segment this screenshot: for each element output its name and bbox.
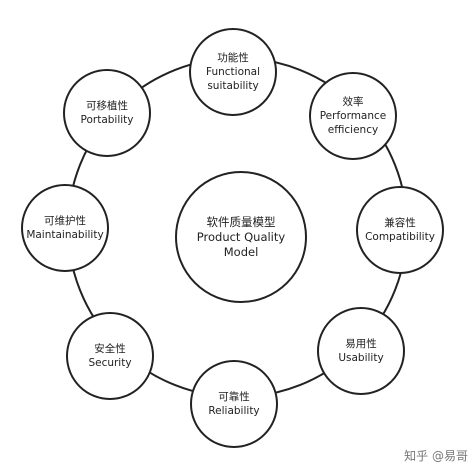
node-portability: 可移植性 Portability: [63, 69, 151, 157]
node-zh-label: 易用性: [345, 338, 377, 350]
node-compatibility: 兼容性 Compatibility: [356, 186, 444, 274]
node-en-label: Reliability: [208, 405, 260, 417]
watermark: 知乎 @易哥: [404, 447, 468, 464]
node-zh-label: 兼容性: [384, 217, 416, 229]
node-maintainability: 可维护性 Maintainability: [21, 184, 109, 272]
node-en-label: Portability: [80, 114, 134, 126]
node-zh-label: 效率: [342, 96, 364, 108]
node-reliability: 可靠性 Reliability: [190, 360, 278, 448]
node-zh-label: 可靠性: [218, 391, 250, 403]
center-node-zh-label: 软件质量模型: [206, 214, 276, 229]
node-usability: 易用性 Usability: [317, 307, 405, 395]
node-en-label: Maintainability: [26, 229, 104, 241]
node-en-label: Compatibility: [365, 231, 435, 243]
node-en-label-line2: efficiency: [327, 124, 379, 136]
node-en-label-line1: Performance: [319, 110, 387, 122]
center-node-product-quality-model: 软件质量模型 Product Quality Model: [175, 171, 307, 303]
node-zh-label: 可维护性: [44, 215, 86, 227]
center-node-en-label-line2: Model: [223, 244, 259, 259]
node-zh-label: 可移植性: [86, 100, 128, 112]
node-zh-label: 功能性: [217, 52, 249, 64]
node-performance-efficiency: 效率 Performance efficiency: [309, 72, 397, 160]
node-en-label: Usability: [338, 352, 384, 364]
node-security: 安全性 Security: [66, 312, 154, 400]
node-zh-label: 安全性: [94, 343, 126, 355]
node-functional-suitability: 功能性 Functional suitability: [189, 28, 277, 116]
node-en-label: Security: [88, 357, 132, 369]
node-en-label-line1: Functional: [205, 66, 260, 78]
center-node-en-label-line1: Product Quality: [196, 229, 286, 244]
watermark-text: 知乎 @易哥: [404, 449, 468, 463]
node-en-label-line2: suitability: [207, 80, 259, 92]
